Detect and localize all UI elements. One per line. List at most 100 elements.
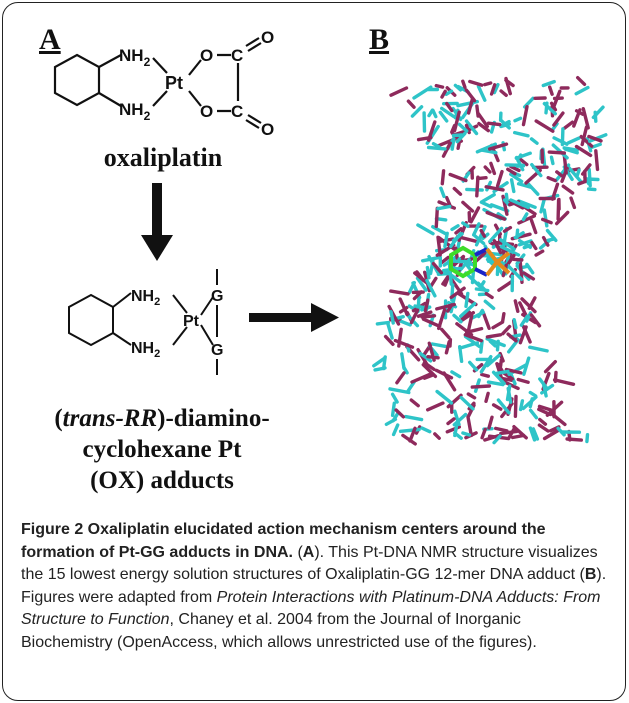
dna-bond (453, 421, 459, 438)
dna-bond (470, 269, 476, 285)
dna-bond (506, 332, 518, 343)
dna-bond (593, 110, 598, 123)
dna-bond (542, 428, 560, 441)
dna-bond (493, 426, 509, 433)
dna-bond (493, 369, 510, 376)
dna-bond (566, 136, 581, 145)
dna-bond (390, 392, 399, 404)
dna-bond (383, 334, 395, 346)
dna-bond (547, 150, 567, 155)
dna-bond (461, 221, 470, 229)
dna-bond (488, 339, 497, 348)
dna-bond (444, 195, 452, 208)
dna-bond (450, 370, 462, 379)
dna-bond (587, 134, 603, 143)
dna-bond (479, 339, 484, 354)
dna-bond (448, 172, 468, 183)
dna-bond (461, 200, 475, 213)
dna-bond (452, 110, 461, 133)
dna-bond (463, 333, 484, 343)
dna-bond (404, 414, 424, 422)
dna-bond (480, 192, 496, 204)
dna-bond (549, 155, 555, 166)
dna-bond (492, 82, 500, 95)
dna-bond (391, 423, 400, 437)
dna-bond (575, 75, 587, 87)
dna-structure-render (372, 75, 608, 446)
dna-bond (426, 355, 440, 360)
dna-bond (387, 304, 401, 326)
dna-bond (434, 83, 445, 89)
down-arrow-icon (141, 183, 173, 261)
dna-bond (436, 235, 442, 257)
dna-bond (497, 279, 515, 292)
dna-bond (525, 262, 535, 275)
dna-bond (537, 404, 554, 413)
svg-text:C: C (231, 46, 243, 65)
dna-bond (466, 97, 475, 115)
dna-bond (509, 198, 530, 210)
dna-bond (391, 411, 400, 423)
dna-bond (463, 334, 482, 349)
dna-bond (459, 396, 475, 411)
dna-bond (485, 210, 507, 221)
dna-bond (546, 175, 557, 183)
dna-bond (487, 415, 494, 430)
dna-bond (458, 341, 480, 350)
dna-bond (522, 243, 533, 250)
dna-bond (426, 120, 437, 142)
svg-text:O: O (261, 120, 274, 139)
svg-text:O: O (261, 28, 274, 47)
dna-bond (509, 172, 524, 184)
adduct-name-line1: (trans-RR)-diamino- (54, 405, 270, 432)
dna-bond (393, 338, 415, 349)
dna-bond (476, 84, 487, 102)
dna-bond (489, 83, 497, 96)
caption-article-title: Protein Interactions with Platinum-DNA A… (21, 588, 601, 629)
dna-bond (455, 131, 467, 144)
dna-bond (542, 208, 549, 228)
dna-bond (529, 313, 542, 328)
dna-bond (519, 157, 529, 167)
dna-bond (464, 291, 470, 309)
dna-bond (512, 317, 518, 330)
dna-bond (485, 353, 501, 368)
dna-bond (476, 112, 490, 129)
dna-bond (470, 384, 492, 389)
dna-bond (437, 200, 457, 210)
svg-text:C: C (231, 102, 243, 121)
dna-bond (517, 199, 537, 210)
dna-bond (451, 133, 464, 138)
dna-bond (475, 142, 498, 154)
dna-bond (431, 141, 441, 149)
right-arrow-icon (249, 303, 339, 332)
dna-bond (509, 164, 521, 173)
dna-bond (474, 225, 487, 247)
dna-bond (513, 231, 525, 240)
dna-bond (484, 185, 505, 192)
dna-bond (476, 308, 485, 319)
dna-bond (430, 342, 447, 348)
dna-bond (420, 314, 437, 319)
dna-bond (520, 297, 537, 314)
dna-bond (528, 408, 539, 420)
dna-bond (537, 407, 552, 417)
svg-text:NH2: NH2 (131, 340, 160, 360)
dna-bond (486, 380, 505, 387)
dna-bond (479, 355, 493, 374)
dna-bond (412, 85, 433, 100)
dna-bond (549, 101, 558, 112)
dna-bond (449, 286, 466, 300)
dna-bond (514, 151, 532, 160)
dna-bond (466, 392, 477, 400)
dna-bond (521, 212, 529, 222)
dna-bond (474, 287, 490, 293)
dna-bond (513, 394, 518, 418)
dna-bond (452, 186, 463, 196)
adduct-name: (trans-RR)-diamino- cyclohexane Pt (OX) … (17, 403, 307, 496)
dna-bond (409, 398, 420, 408)
dna-bond (405, 380, 416, 394)
dna-bond (485, 333, 503, 339)
dna-bond (431, 261, 444, 275)
svg-text:G: G (211, 342, 223, 359)
